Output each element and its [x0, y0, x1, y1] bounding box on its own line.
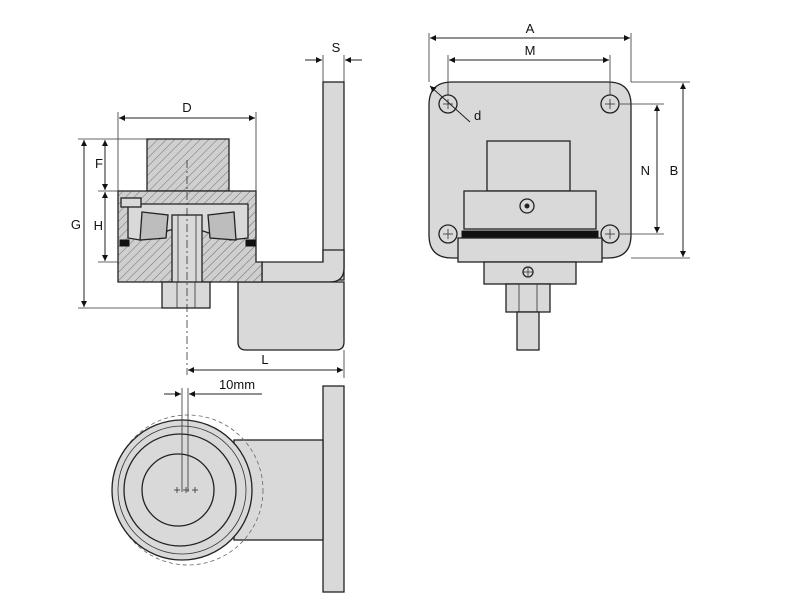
dim-A-label: A — [526, 21, 535, 36]
seal-left — [119, 239, 130, 247]
grease-nipple — [120, 197, 142, 208]
top-view: 10mm — [111, 377, 345, 593]
dim-G-label: G — [71, 217, 81, 232]
dim-D-label: D — [182, 100, 191, 115]
top-flange-plate — [322, 385, 345, 593]
dim-L-label: L — [261, 352, 268, 367]
dim-10mm-label: 10mm — [219, 377, 255, 392]
front-seal-band — [461, 230, 599, 238]
front-lower-flange — [457, 237, 603, 263]
lower-block — [237, 281, 345, 351]
dim-N-label: N — [641, 163, 650, 178]
hinge-arm — [261, 249, 345, 283]
bolt-hole-br — [600, 224, 620, 244]
dim-B-label: B — [670, 163, 679, 178]
nut — [161, 281, 211, 309]
dim-S-label: S — [332, 40, 341, 55]
bolt-hole-tr — [600, 94, 620, 114]
front-top-cap — [486, 140, 571, 192]
bearing-roller-right — [207, 211, 237, 241]
front-housing — [463, 190, 597, 230]
front-shaft — [516, 311, 540, 351]
dim-M-label: M — [525, 43, 536, 58]
top-cap-section — [146, 138, 230, 192]
dim-d-label: d — [474, 108, 481, 123]
front-view: A M B N d — [428, 21, 690, 351]
front-nut — [505, 283, 551, 313]
dim-H-label: H — [94, 218, 103, 233]
bearing-roller-left — [139, 211, 169, 241]
bolt-hole-bl — [438, 224, 458, 244]
seal-right — [245, 239, 256, 247]
side-section-view: D S G F H L — [71, 40, 362, 378]
dim-F-label: F — [95, 156, 103, 171]
bolt-hole-tl — [438, 94, 458, 114]
center-marks — [174, 487, 198, 493]
